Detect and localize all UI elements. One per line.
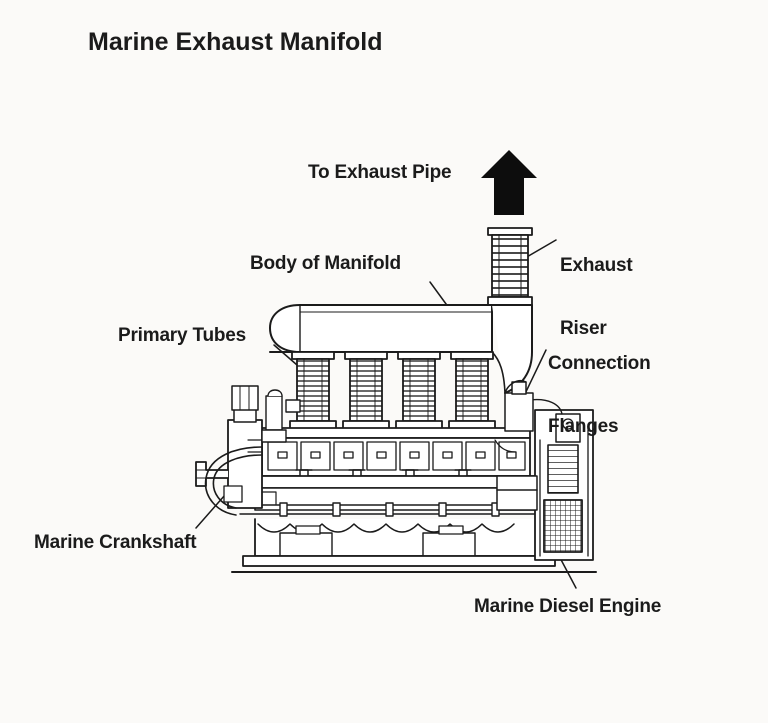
primary-tube bbox=[289, 351, 337, 430]
primary-tube bbox=[448, 351, 496, 430]
exhaust-flow-arrow bbox=[481, 150, 537, 215]
manifold-body bbox=[269, 304, 533, 394]
label-exhaust-riser: Exhaust Riser bbox=[560, 212, 633, 382]
label-connection-flanges: Connection Flanges bbox=[548, 310, 651, 480]
engine-rear-housing bbox=[496, 380, 538, 511]
heat-exchanger bbox=[529, 398, 594, 561]
leader-connection-flanges bbox=[522, 349, 547, 399]
label-to-exhaust-pipe: To Exhaust Pipe bbox=[308, 162, 452, 183]
label-connection-flanges-line1: Connection bbox=[548, 352, 651, 374]
label-marine-crankshaft: Marine Crankshaft bbox=[34, 532, 197, 553]
label-primary-tubes: Primary Tubes bbox=[118, 325, 246, 346]
engine-base-rail bbox=[231, 555, 597, 573]
label-exhaust-riser-line1: Exhaust bbox=[560, 254, 633, 276]
detail-piping bbox=[247, 439, 517, 505]
label-connection-flanges-line2: Flanges bbox=[548, 416, 619, 438]
crankcase-skirt bbox=[254, 518, 546, 557]
page-title: Marine Exhaust Manifold bbox=[88, 28, 383, 56]
label-exhaust-riser-line2: Riser bbox=[560, 318, 607, 340]
primary-tube bbox=[342, 351, 390, 430]
label-body-of-manifold: Body of Manifold bbox=[250, 253, 401, 274]
exhaust-riser bbox=[487, 227, 533, 306]
engine-rail bbox=[239, 502, 549, 517]
front-accessories bbox=[261, 389, 301, 443]
primary-tube bbox=[395, 351, 443, 430]
label-marine-diesel-engine: Marine Diesel Engine bbox=[474, 596, 662, 617]
cylinder-head-panels bbox=[267, 441, 526, 471]
crankshaft-assembly bbox=[195, 385, 263, 516]
primary-tubes bbox=[289, 351, 496, 430]
